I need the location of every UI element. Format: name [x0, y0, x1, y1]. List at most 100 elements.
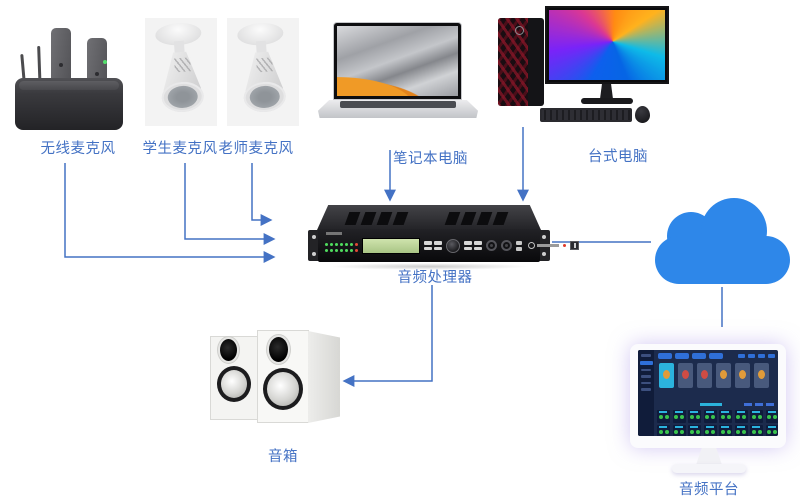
monitor-dashboard-icon: 音频平台: [628, 340, 790, 500]
vent-slot: [392, 212, 409, 225]
wireless-mic-label: 无线麦克风: [40, 141, 116, 157]
panel-button: [434, 246, 442, 250]
knob-strip: [688, 410, 701, 423]
knob-strip: [765, 425, 778, 436]
desktop-label: 台式电脑: [588, 149, 648, 165]
sidebar-menu-item: [641, 388, 651, 391]
knob-strip: [719, 425, 732, 436]
student-ceiling-mic-icon: [145, 18, 217, 126]
topbar-item: [738, 354, 745, 358]
legend-item: [755, 403, 763, 406]
cloud-icon: [655, 198, 790, 284]
channel-card: [716, 363, 731, 388]
red-led-icon: [355, 243, 358, 246]
monitor-icon: [545, 6, 669, 84]
vent-slot: [476, 212, 493, 225]
vent-slot: [376, 212, 393, 225]
green-led-icon: [340, 249, 343, 252]
laptop-screen: [333, 22, 462, 100]
dashboard-legend-items: [744, 403, 774, 406]
channel-card: [697, 363, 712, 388]
knob-strip: [688, 425, 701, 436]
platform-monitor-base: [672, 464, 746, 473]
desktop-pc-icon: [488, 4, 700, 126]
mic-horn-lines: [256, 57, 273, 73]
green-led-icon: [335, 243, 338, 246]
edge-wireless-to-processor: [64, 163, 276, 263]
channel-card: [659, 363, 674, 388]
cloud-base: [655, 236, 790, 284]
dashboard-knob-row: [657, 425, 778, 436]
panel-button: [434, 241, 442, 245]
green-led-icon: [345, 243, 348, 246]
sidebar-menu-item: [641, 354, 651, 357]
led-row: [325, 243, 358, 246]
laptop-icon: [318, 20, 478, 124]
channel-card: [678, 363, 693, 388]
knob-strip: [719, 410, 732, 423]
xlr-connector-icon: [486, 240, 497, 251]
brand-logo-icon: [515, 26, 524, 35]
knob-strip: [734, 425, 748, 436]
charging-base-icon: [15, 78, 123, 130]
green-led-icon: [335, 249, 338, 252]
legend-item: [766, 403, 774, 406]
legend-item: [744, 403, 752, 406]
led-row: [325, 249, 358, 252]
vent-slot: [460, 212, 477, 225]
platform-label: 音频平台: [679, 482, 739, 498]
dashboard-topbar-items: [738, 354, 775, 358]
red-led-icon: [355, 249, 358, 252]
vent-slot: [492, 212, 509, 225]
green-led-icon: [325, 249, 328, 252]
monitor-base: [581, 98, 633, 104]
channel-card: [754, 363, 769, 388]
topbar-item: [758, 354, 765, 358]
tweeter-icon: [220, 339, 237, 361]
green-led-icon: [350, 243, 353, 246]
woofer-icon: [263, 368, 303, 410]
screw-icon: [312, 235, 316, 239]
tab-button: [692, 353, 706, 359]
green-led-icon: [330, 249, 333, 252]
panel-button: [516, 246, 522, 251]
drop-shadow: [328, 263, 530, 270]
dashboard-sidebar: [638, 350, 654, 436]
screw-icon: [542, 235, 546, 239]
rack-ear: [308, 230, 320, 261]
led-meter: [325, 243, 358, 252]
green-led-icon: [340, 243, 343, 246]
pc-tower-icon: [498, 18, 544, 106]
sidebar-menu-item: [641, 368, 651, 371]
power-switch-icon: [570, 241, 579, 250]
bookshelf-speakers-icon: [205, 330, 340, 426]
dashboard-channel-cards: [659, 363, 769, 388]
tab-button: [675, 353, 689, 359]
logo-circle: [528, 242, 535, 249]
small-buttons: [516, 240, 522, 251]
laptop-keyboard: [340, 101, 456, 108]
platform-dashboard-screen: [638, 350, 778, 436]
ceiling-mic-body: [141, 16, 220, 129]
vent-slots: [344, 212, 409, 225]
green-led-icon: [345, 249, 348, 252]
edge-teacher-to-processor: [251, 163, 273, 226]
speakers-label: 音箱: [268, 449, 298, 465]
sidebar-menu-item: [641, 381, 651, 384]
panel-button: [424, 246, 432, 250]
vent-slots: [444, 212, 509, 225]
sidebar-menu-item: [641, 375, 651, 378]
panel-button: [464, 241, 472, 245]
knob-strip: [672, 425, 686, 436]
panel-button: [474, 241, 482, 245]
processor-top-panel: [317, 205, 541, 230]
knob-strip: [750, 425, 763, 436]
screw-icon: [542, 252, 546, 256]
sidebar-menu-item: [639, 360, 653, 365]
tab-button: [658, 353, 672, 359]
laptop-label: 笔记本电脑: [393, 151, 468, 167]
processor-front-panel: [318, 229, 579, 262]
model-text-mark: [326, 232, 342, 235]
ceiling-mic-body: [223, 16, 302, 129]
